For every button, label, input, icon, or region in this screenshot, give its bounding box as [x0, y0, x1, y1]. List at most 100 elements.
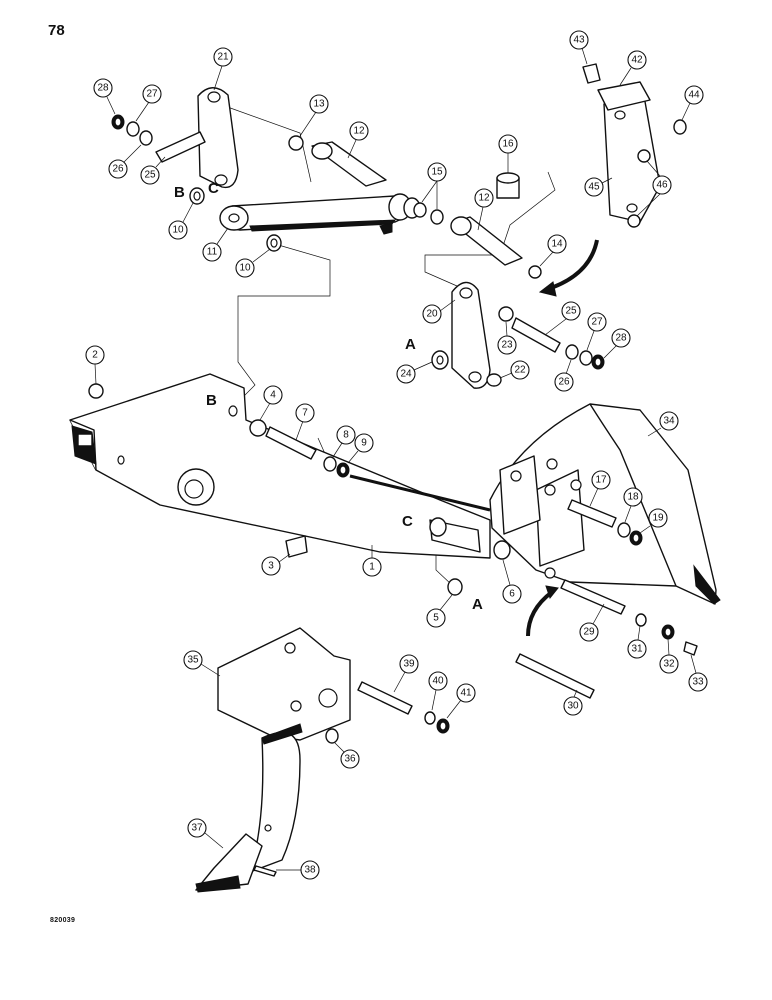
svg-text:8: 8 [343, 430, 349, 441]
svg-text:7: 7 [302, 408, 308, 419]
ref-letter-c-upper: C [208, 180, 219, 197]
svg-text:30: 30 [567, 701, 579, 712]
callout-34: 34 [647, 411, 679, 437]
callout-24: 24 [396, 361, 433, 384]
link-plate-45 [603, 95, 661, 223]
pin-39 [357, 681, 413, 715]
callout-4: 4 [259, 385, 283, 421]
callout-27-b: 27 [586, 312, 607, 351]
svg-text:28: 28 [97, 83, 109, 94]
svg-text:13: 13 [313, 99, 325, 110]
figure-code: 820039 [50, 917, 76, 924]
bushing-14 [528, 265, 542, 279]
bushing-22 [486, 373, 502, 387]
callout-20: 20 [422, 299, 456, 324]
bushing-4 [249, 419, 267, 437]
svg-text:29: 29 [583, 627, 595, 638]
svg-text:42: 42 [631, 55, 643, 66]
callout-17: 17 [589, 470, 611, 507]
svg-text:16: 16 [502, 139, 514, 150]
svg-text:4: 4 [270, 390, 276, 401]
link-plate-20 [451, 281, 491, 389]
ripper-assembly [195, 627, 351, 893]
bushing-23 [498, 306, 514, 322]
svg-text:45: 45 [588, 182, 600, 193]
washer-40 [424, 711, 436, 725]
svg-text:6: 6 [509, 589, 515, 600]
svg-text:33: 33 [692, 677, 704, 688]
svg-text:11: 11 [207, 247, 218, 258]
svg-text:24: 24 [400, 369, 412, 380]
callout-45: 45 [584, 177, 613, 197]
callout-32: 32 [659, 638, 679, 674]
svg-text:25: 25 [565, 306, 577, 317]
svg-text:10: 10 [239, 263, 251, 274]
svg-text:44: 44 [688, 90, 700, 101]
svg-text:40: 40 [432, 676, 444, 687]
svg-text:12: 12 [478, 193, 490, 204]
callout-40: 40 [428, 671, 448, 711]
callout-15: 15 [421, 162, 447, 209]
svg-text:26: 26 [558, 377, 570, 388]
bushing-44 [673, 119, 687, 135]
svg-text:5: 5 [433, 613, 439, 624]
callout-39: 39 [393, 654, 419, 693]
washer-18 [617, 522, 631, 538]
svg-text:39: 39 [403, 659, 415, 670]
pin-30 [515, 653, 595, 699]
svg-text:34: 34 [663, 416, 675, 427]
callout-14: 14 [539, 234, 567, 267]
pin-25-lower [511, 317, 561, 353]
pin-17 [567, 499, 617, 528]
callout-5: 5 [426, 594, 453, 628]
callout-42: 42 [619, 50, 647, 86]
callout-2: 2 [85, 345, 105, 385]
bushing-36 [325, 728, 339, 744]
svg-text:18: 18 [627, 492, 639, 503]
svg-text:17: 17 [595, 475, 607, 486]
callout-30: 30 [563, 689, 583, 716]
boom-arm [69, 373, 491, 559]
ref-letter-a-upper: A [405, 336, 416, 353]
svg-text:20: 20 [426, 309, 438, 320]
bushing-13 [288, 135, 304, 151]
reference-letters: B C A B C A [174, 180, 483, 613]
callout-9: 9 [347, 433, 374, 464]
pin-29 [560, 579, 626, 615]
callout-7: 7 [295, 403, 315, 441]
pin-7 [265, 426, 317, 460]
callout-18: 18 [623, 487, 643, 523]
svg-text:12: 12 [353, 126, 365, 137]
link-hole-21b [214, 174, 228, 186]
callout-23: 23 [497, 321, 517, 355]
callout-3: 3 [261, 553, 291, 576]
bushing-46b [627, 214, 641, 228]
bushing-46a [637, 149, 651, 163]
callout-28-b: 28 [603, 328, 631, 359]
bushing-3 [285, 535, 308, 558]
svg-text:3: 3 [268, 561, 274, 572]
link-plate-21 [197, 87, 239, 189]
svg-text:28: 28 [615, 333, 627, 344]
washer-31 [635, 613, 647, 627]
callouts: 1 2 3 4 5 6 7 8 9 10 10 11 12 12 13 14 1… [85, 30, 708, 880]
svg-text:31: 31 [631, 644, 643, 655]
washer-27-lower [579, 350, 593, 366]
callout-26-a: 26 [108, 144, 142, 179]
washer-15a [413, 202, 427, 218]
callout-46: 46 [636, 160, 672, 217]
bushing-43 [582, 63, 601, 84]
washer-15b [430, 209, 444, 225]
ref-letter-b-upper: B [174, 184, 185, 201]
callout-35: 35 [183, 650, 221, 677]
callout-19: 19 [639, 508, 668, 534]
ref-letter-b-boom: B [206, 392, 217, 409]
callout-31: 31 [627, 625, 647, 659]
callout-25-b: 25 [544, 301, 581, 336]
svg-text:21: 21 [217, 52, 229, 63]
svg-text:23: 23 [501, 340, 513, 351]
callout-26-b: 26 [554, 359, 574, 392]
callout-37: 37 [187, 818, 224, 849]
svg-text:22: 22 [514, 365, 526, 376]
